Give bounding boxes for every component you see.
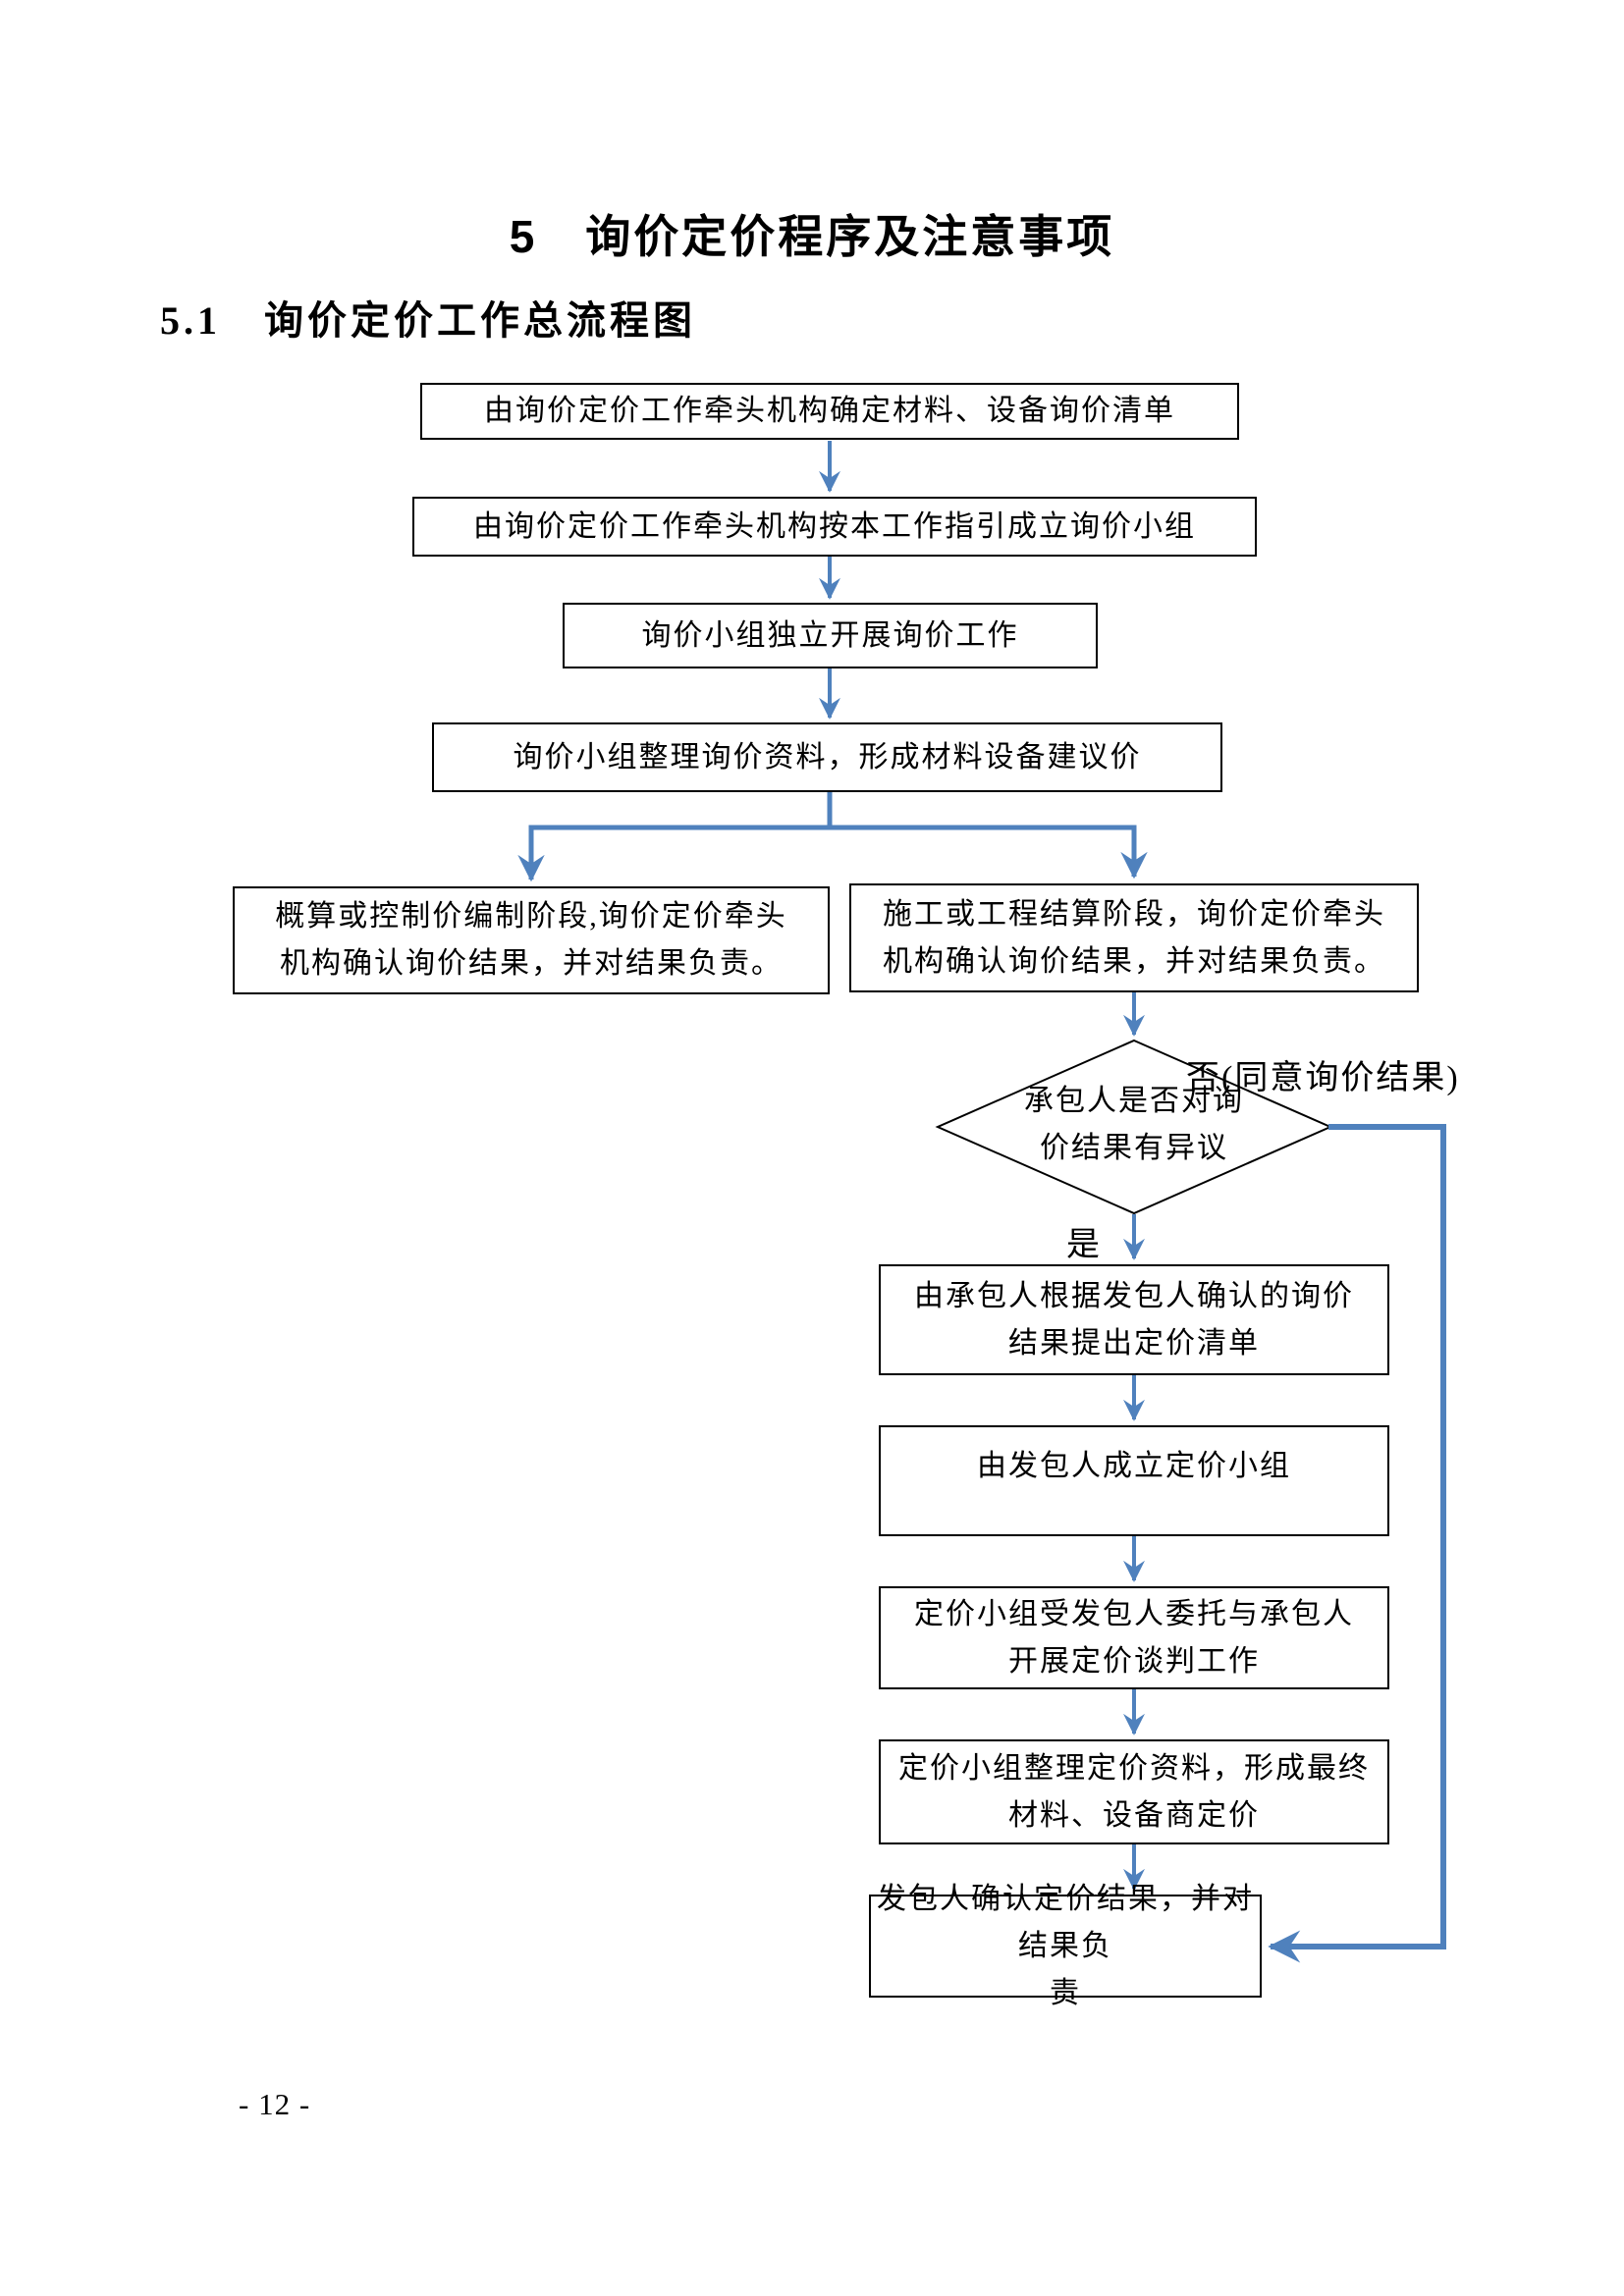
connector-no-loop — [1268, 1124, 1446, 1963]
flow-step-1: 由询价定价工作牵头机构确定材料、设备询价清单 — [420, 383, 1239, 440]
page-number: - 12 - — [239, 2087, 311, 2121]
flow-step-9: 发包人确认定价结果，并对结果负 责 — [869, 1883, 1262, 2009]
flow-step-4: 询价小组整理询价资料，形成材料设备建议价 — [432, 722, 1222, 792]
flow-step-6: 由发包人成立定价小组 — [879, 1425, 1389, 1536]
page-title: 5 询价定价程序及注意事项 — [509, 211, 1115, 262]
decision-diamond-shape — [935, 1039, 1333, 1215]
flow-branch-right: 施工或工程结算阶段，询价定价牵头 机构确认询价结果，并对结果负责。 — [849, 883, 1419, 992]
flow-step-3: 询价小组独立开展询价工作 — [563, 603, 1098, 668]
flow-step-5: 由承包人根据发包人确认的询价 结果提出定价清单 — [879, 1264, 1389, 1375]
flow-step-2: 由询价定价工作牵头机构按本工作指引成立询价小组 — [412, 497, 1257, 557]
section-heading: 5.1 询价定价工作总流程图 — [160, 298, 696, 343]
no-branch-label: 否(同意询价结果) — [1186, 1060, 1460, 1096]
yes-branch-label: 是 — [1066, 1227, 1102, 1263]
flow-step-7: 定价小组受发包人委托与承包人 开展定价谈判工作 — [879, 1586, 1389, 1689]
flow-step-8: 定价小组整理定价资料，形成最终 材料、设备商定价 — [879, 1739, 1389, 1844]
decision-diamond-text: 承包人是否对询 价结果有异议 — [1024, 1085, 1244, 1164]
flow-branch-left: 概算或控制价编制阶段,询价定价牵头 机构确认询价结果，并对结果负责。 — [233, 886, 830, 994]
